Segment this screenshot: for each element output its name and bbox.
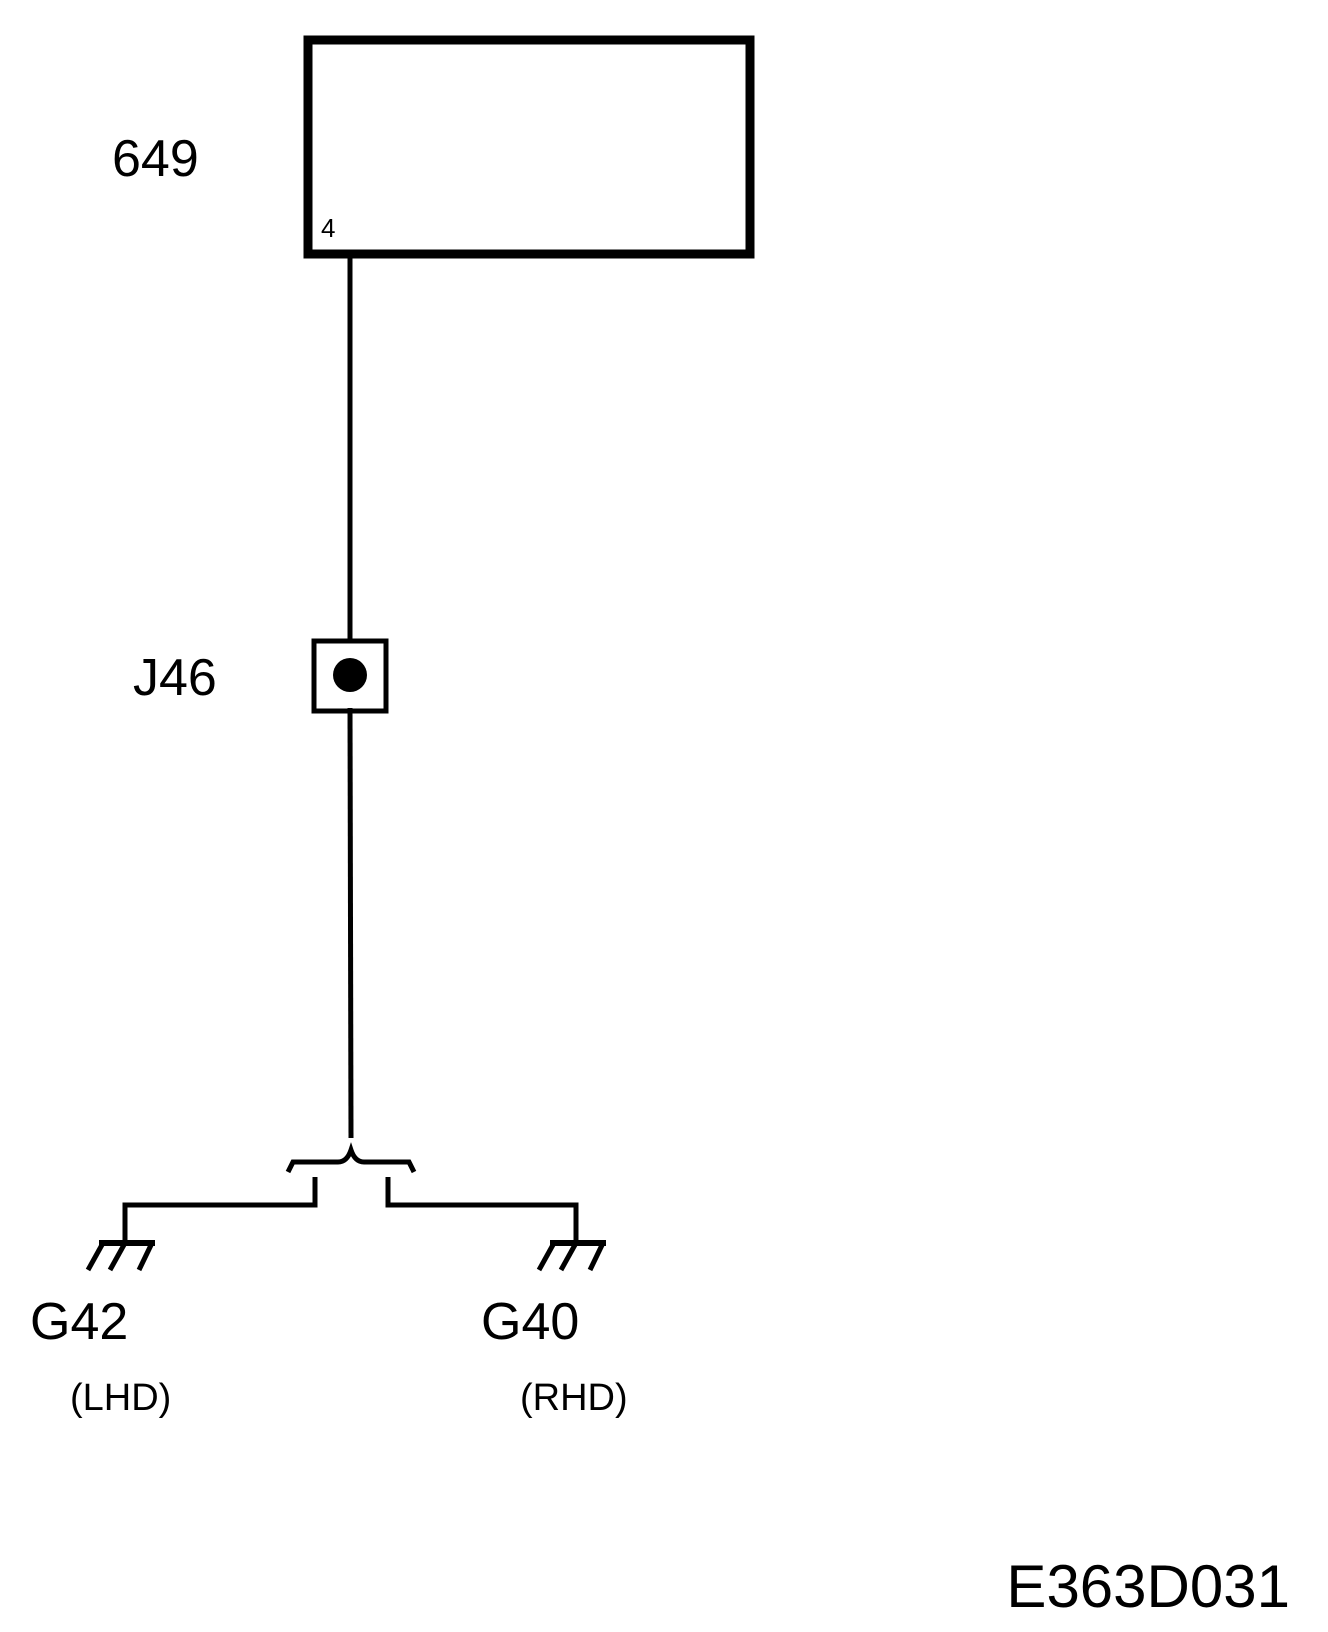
figure-code: E363D031 bbox=[1006, 1553, 1290, 1620]
ground-g40-variant: (RHD) bbox=[520, 1377, 628, 1419]
ground-symbol-g40 bbox=[536, 1240, 606, 1272]
ground-symbol-g42 bbox=[85, 1240, 155, 1272]
wire-right-branch bbox=[385, 1177, 579, 1243]
ground-g42-variant: (LHD) bbox=[70, 1377, 172, 1419]
component-pin-label: 4 bbox=[321, 213, 336, 243]
component-id-label: 649 bbox=[112, 130, 199, 188]
component-box bbox=[303, 35, 755, 259]
ground-g42-label: G42 bbox=[30, 1293, 129, 1351]
splice-box bbox=[311, 638, 389, 714]
splice-dot bbox=[333, 658, 367, 692]
option-brace bbox=[285, 1142, 417, 1174]
wire-lower bbox=[347, 707, 354, 1139]
junction-id-label: J46 bbox=[133, 649, 217, 707]
wire-left-branch bbox=[122, 1177, 318, 1243]
ground-g40-label: G40 bbox=[481, 1293, 580, 1351]
